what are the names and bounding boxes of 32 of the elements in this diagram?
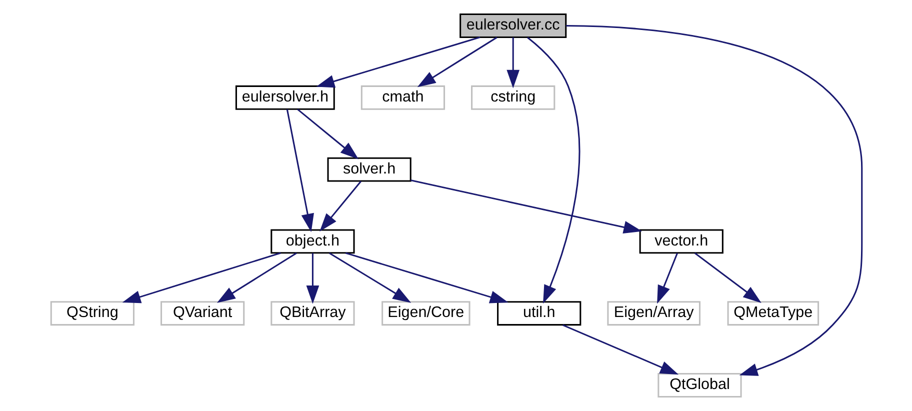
node-box: eulersolver.cc: [459, 14, 566, 38]
arrow: [526, 36, 580, 304]
node-box: QString: [50, 301, 134, 326]
node-box: util.h: [496, 301, 581, 326]
arrow: [319, 180, 362, 232]
arrow: [694, 252, 761, 303]
arrow: [296, 108, 358, 160]
node-box: cmath: [360, 85, 445, 110]
arrow: [506, 37, 520, 88]
arrow: [656, 252, 678, 304]
arrow: [328, 252, 411, 303]
arrow: [316, 36, 480, 88]
node-box: QMetaType: [726, 301, 819, 326]
node-box: QtGlobal: [657, 373, 742, 398]
arrow: [416, 36, 497, 88]
node-box: QVariant: [160, 301, 244, 326]
arrow: [344, 252, 508, 304]
node-box: Eigen/Array: [606, 301, 700, 326]
arrow: [216, 252, 296, 303]
node-box: Eigen/Core: [381, 301, 470, 326]
arrow: [286, 109, 314, 232]
arrow: [566, 25, 862, 376]
node-box: solver.h: [326, 157, 411, 182]
node-box: eulersolver.h: [234, 85, 334, 110]
arrow: [410, 179, 642, 234]
arrow: [562, 324, 678, 375]
node-box: cstring: [470, 85, 555, 110]
node-box: vector.h: [638, 229, 723, 254]
node-box: object.h: [270, 229, 354, 254]
arrow: [306, 253, 319, 304]
arrow: [122, 252, 280, 304]
node-box: QBitArray: [270, 301, 354, 326]
